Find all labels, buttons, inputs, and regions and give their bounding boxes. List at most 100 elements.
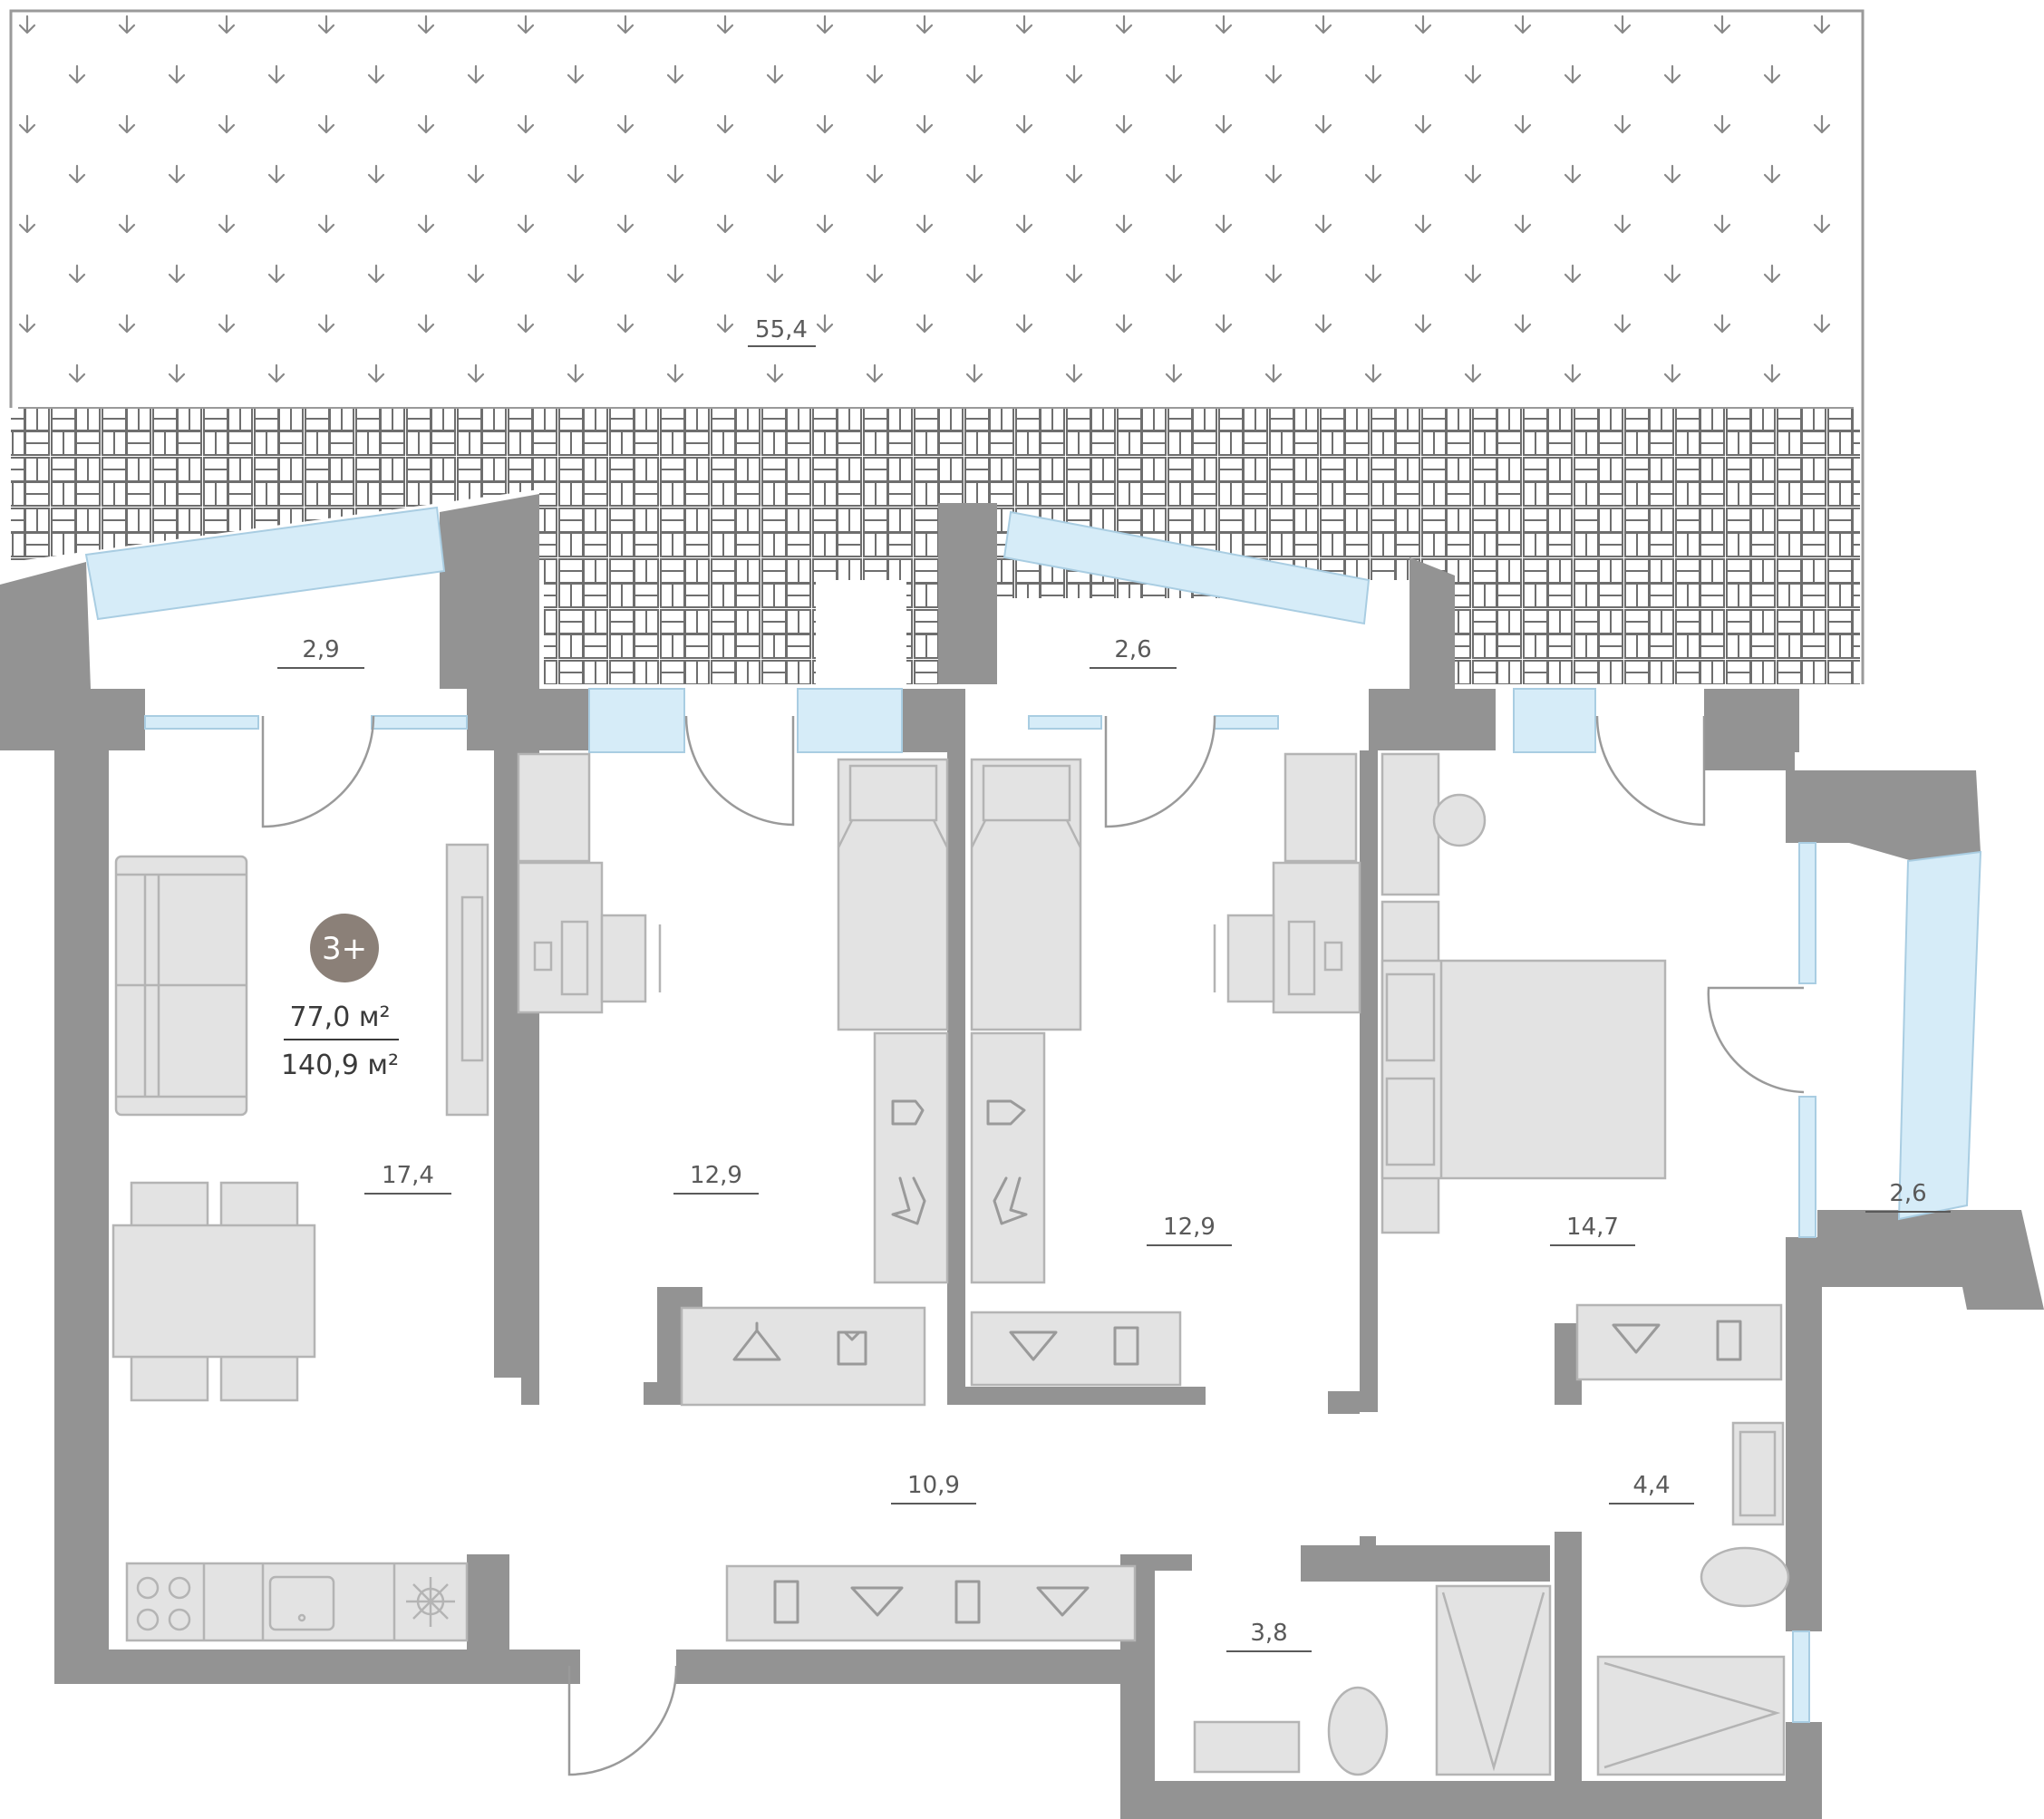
wall-bedroom2-closet (947, 1387, 1206, 1405)
room-label-bathroom-1: 4,4 (1632, 1472, 1670, 1499)
wall-south-mid (676, 1650, 1120, 1684)
bed (970, 758, 1082, 1031)
wall-west-upper (0, 562, 145, 1650)
window-balcony1-door-right (371, 715, 468, 730)
closet (1575, 1303, 1783, 1381)
living-furniture (111, 843, 489, 1642)
dining-table (111, 1224, 316, 1359)
wall-east-bottom (1786, 1722, 1822, 1819)
wall-bedroom1-closet-stub (644, 1382, 680, 1405)
terrace (9, 9, 1865, 684)
terrace-area-label: 55,4 (755, 316, 808, 343)
wardrobe (873, 1031, 949, 1284)
doors (261, 715, 1805, 1776)
wardrobe (970, 1031, 1046, 1284)
folded-shirt-icon (837, 1330, 867, 1366)
chair (130, 1181, 209, 1228)
folded-shirt-icon (891, 1099, 925, 1126)
closet (680, 1306, 926, 1407)
wall-bath-divider (1301, 1545, 1550, 1582)
area-total: 140,9 м² (281, 1050, 399, 1081)
window-balcony2-door-right (1214, 715, 1279, 730)
wall-master-west (1360, 750, 1378, 1412)
hallway-furniture (725, 1564, 1137, 1642)
wall-bath-mid (1555, 1532, 1582, 1804)
room-label-bedroom-2: 12,9 (1163, 1214, 1216, 1241)
wall-living-bedroom (440, 494, 589, 1405)
shower (1435, 1584, 1552, 1776)
room-label-balcony-3: 2,6 (1889, 1180, 1926, 1207)
window-balcony1-door-left (144, 715, 259, 730)
folded-shirt-icon (773, 1580, 799, 1624)
wall-master-stub (1328, 1391, 1360, 1414)
desk-chair (600, 914, 647, 1003)
wall-south-left (54, 1650, 580, 1684)
shelf (517, 752, 591, 863)
wall-south-right (1120, 1781, 1796, 1819)
hanger-icon (891, 1176, 926, 1225)
terrace-border (9, 9, 1865, 684)
window-balcony-3 (1897, 850, 1982, 1221)
chair (1432, 793, 1487, 847)
folded-shirt-icon (986, 1099, 1026, 1126)
hallway-closet (725, 1564, 1137, 1642)
window-bathroom (1792, 1630, 1810, 1723)
bed (837, 758, 949, 1031)
wall-master-northeast (1709, 689, 1799, 752)
rooms-badge-label: 3+ (322, 931, 367, 967)
apartment-info: 3+ 77,0 м² 140,9 м² (281, 914, 399, 1081)
door-master-balcony (1595, 715, 1706, 827)
wall-stub (1360, 1536, 1376, 1559)
folded-shirt-icon (1716, 1320, 1742, 1361)
desk (1272, 861, 1361, 1014)
chair (219, 1181, 299, 1228)
area-living: 77,0 м² (290, 1001, 391, 1033)
shelf (1380, 752, 1440, 896)
desk-chair (1226, 914, 1275, 1003)
toilet (1327, 1686, 1389, 1776)
room-label-bedroom-1: 12,9 (690, 1162, 742, 1189)
bedroom2-furniture (970, 752, 1361, 1387)
rooms-badge (310, 914, 379, 982)
window-balcony-2 (1003, 510, 1371, 625)
hanger-icon (1036, 1586, 1090, 1617)
master-furniture (1380, 752, 1783, 1381)
hanger-icon (1612, 1323, 1661, 1354)
closet (970, 1311, 1182, 1387)
wall-bedrooms-door (902, 689, 965, 752)
shower (1596, 1655, 1786, 1776)
hanger-icon (993, 1176, 1028, 1225)
terrace-paving (11, 408, 1860, 684)
hanger-icon (732, 1321, 781, 1361)
wall-bath2-north (1142, 1554, 1192, 1571)
desk (517, 861, 604, 1014)
double-bed (1380, 959, 1667, 1180)
room-label-master: 14,7 (1566, 1214, 1619, 1241)
window-master (1513, 688, 1596, 753)
toilet (1700, 1546, 1790, 1608)
hanger-icon (850, 1586, 904, 1617)
chair (219, 1355, 299, 1402)
room-label-bathroom-2: 3,8 (1250, 1620, 1287, 1647)
room-label-balcony-1: 2,9 (302, 636, 339, 663)
sink (1193, 1720, 1301, 1774)
door-bedroom1-balcony (684, 715, 795, 827)
folded-shirt-icon (954, 1580, 981, 1624)
shelf (1284, 752, 1358, 863)
windows (84, 506, 1982, 1723)
wall-bedrooms-top (938, 503, 997, 684)
hanger-icon (1009, 1330, 1058, 1361)
area-labels: 55,4 2,9 2,6 2,6 17,4 12,9 12,9 14,7 10,… (277, 316, 1951, 1652)
window-balcony2-door-left (1028, 715, 1102, 730)
chair (130, 1355, 209, 1402)
terrace-lawn (11, 11, 1860, 408)
bedroom1-furniture (517, 752, 949, 1407)
room-label-living: 17,4 (382, 1162, 434, 1189)
door-balcony-2 (1104, 715, 1216, 828)
door-balcony-3 (1707, 986, 1805, 1094)
window-bedroom1-left (588, 688, 685, 753)
window-bedroom1-right (797, 688, 903, 753)
wall-bedrooms-divider (947, 750, 965, 1403)
wall-kitchen-end (467, 1554, 509, 1654)
door-balcony-1 (261, 715, 375, 828)
